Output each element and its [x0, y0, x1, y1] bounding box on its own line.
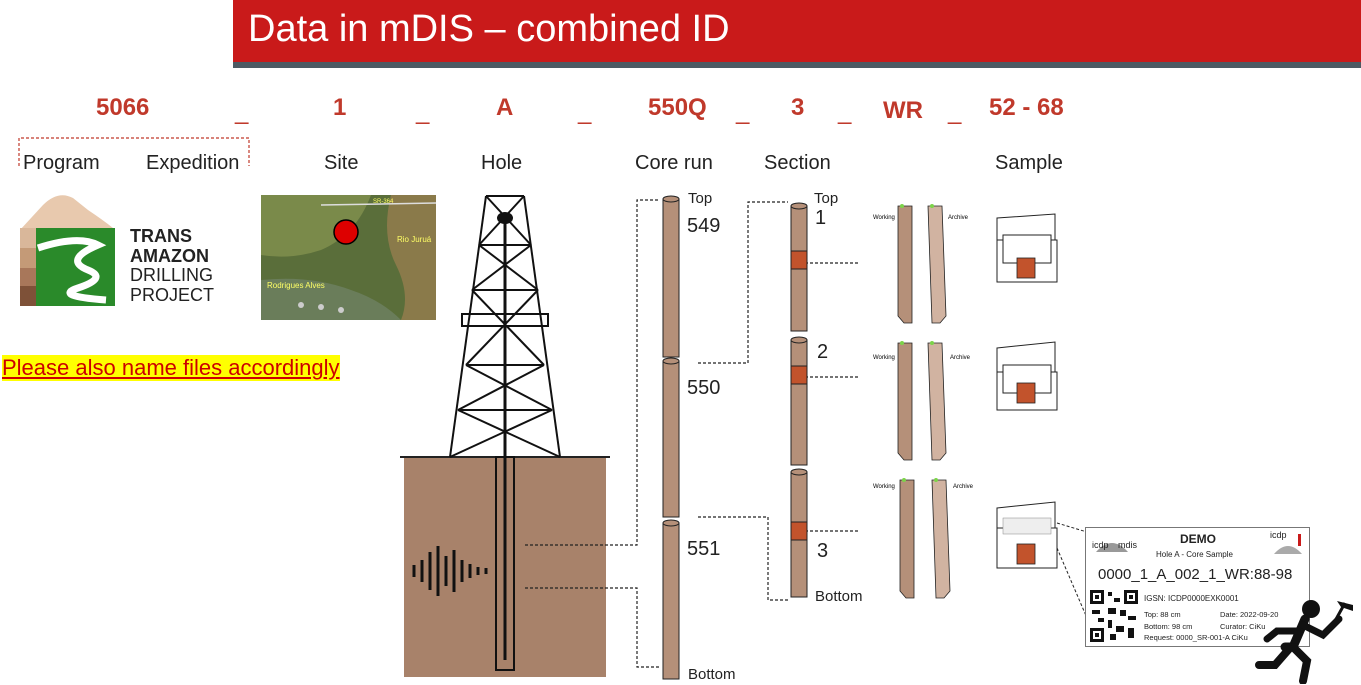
map-river-label: Rio Juruá	[397, 235, 432, 244]
working-label: Working	[873, 484, 895, 490]
label-section: Section	[764, 152, 831, 174]
label-logo-right: icdp	[1270, 530, 1287, 540]
core-run-top-label: Top	[688, 190, 713, 207]
map-town-label: Rodrigues Alves	[267, 281, 325, 290]
id-site: 1	[333, 94, 347, 121]
core-run-549: 549	[687, 215, 721, 237]
id-section: 3	[791, 94, 805, 121]
label-program: Program	[23, 152, 100, 174]
logo-line4: PROJECT	[130, 285, 214, 305]
label-request: Request: 0000_SR-001-A CiKu	[1144, 633, 1248, 642]
sample-label-card: icdp mdis DEMO Hole A - Core Sample icdp…	[1085, 527, 1310, 647]
label-expedition: Expedition	[146, 152, 240, 174]
label-card-connector	[1056, 522, 1088, 619]
label-sample: Sample	[995, 152, 1063, 174]
sample-boxes	[996, 213, 1058, 569]
section-cylinders	[790, 202, 808, 598]
archive-label: Archive	[950, 355, 971, 361]
label-logo-left-b: mdis	[1118, 540, 1138, 550]
icdp-mdis-logo	[1096, 543, 1128, 552]
label-date: Date: 2022-09-20	[1220, 610, 1279, 619]
id-separator: _	[235, 98, 249, 125]
core-run-cylinders	[662, 195, 680, 680]
core-run-bottom-label: Bottom	[688, 666, 736, 683]
label-bottom: Bottom: 98 cm	[1144, 622, 1193, 631]
note-text: Please also name files accordingly	[2, 355, 340, 381]
label-igsn: IGSN: ICDP0000EXK0001	[1144, 594, 1239, 603]
label-sample-id: 0000_1_A_002_1_WR:88-98	[1098, 566, 1293, 583]
page-title: Data in mDIS – combined ID	[248, 8, 730, 50]
id-sample: 52 - 68	[989, 94, 1064, 121]
section-3: 3	[817, 540, 829, 562]
working-label: Working	[873, 355, 895, 361]
section-bottom-label: Bottom	[815, 588, 863, 605]
program-expedition-bracket	[18, 137, 250, 166]
section-1: 1	[815, 207, 827, 229]
label-hole: Hole	[481, 152, 523, 174]
title-bar-stripe	[233, 62, 1361, 68]
logo-line1: TRANS	[130, 226, 192, 246]
label-curator: Curator: CiKu	[1220, 622, 1266, 631]
split-halves	[897, 204, 951, 599]
title-bar	[233, 0, 1361, 62]
id-core-run: 550Q	[648, 94, 707, 121]
core-run-551: 551	[687, 538, 721, 560]
section-top-label: Top	[814, 190, 839, 207]
drill-rig-diagram	[400, 195, 610, 677]
trans-amazon-logo: TRANS AMAZON DRILLING PROJECT	[20, 195, 214, 306]
core-run-550: 550	[687, 377, 721, 399]
section-2: 2	[817, 341, 829, 363]
map-road-label: SR-364	[373, 199, 394, 205]
id-program-expedition: 5066	[96, 94, 150, 121]
id-separator: _	[578, 98, 592, 125]
archive-label: Archive	[948, 215, 969, 221]
label-logo-left: icdp	[1092, 540, 1109, 550]
id-separator: _	[948, 98, 962, 125]
running-worker-icon	[1255, 600, 1353, 684]
id-separator: _	[838, 98, 852, 125]
id-hole: A	[496, 94, 514, 121]
label-subheader: Hole A - Core Sample	[1156, 550, 1233, 559]
icdp-logo	[1274, 534, 1302, 554]
archive-label: Archive	[953, 484, 974, 490]
label-header: DEMO	[1180, 532, 1216, 546]
site-map-image: SR-364 Rio Juruá Rodrigues Alves	[261, 195, 436, 320]
id-separator: _	[736, 98, 750, 125]
logo-line2: AMAZON	[130, 246, 209, 266]
id-separator: _	[416, 98, 430, 125]
working-label: Working	[873, 215, 895, 221]
label-top: Top: 88 cm	[1144, 610, 1181, 619]
id-wr: WR	[883, 97, 923, 124]
qr-code	[1088, 588, 1140, 644]
connector-lines	[525, 199, 860, 668]
label-core-run: Core run	[635, 152, 713, 174]
label-site: Site	[324, 152, 359, 174]
logo-line3: DRILLING	[130, 265, 213, 285]
